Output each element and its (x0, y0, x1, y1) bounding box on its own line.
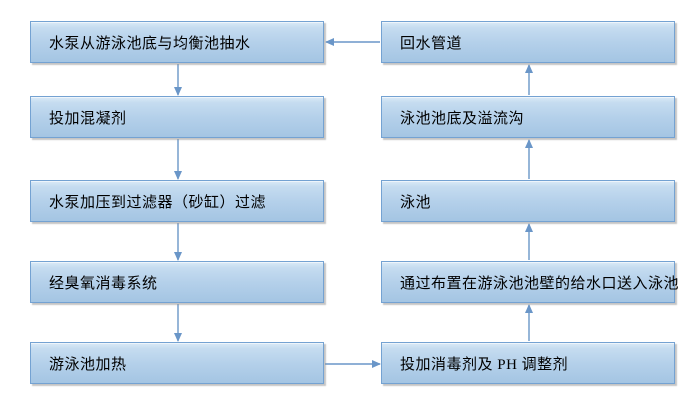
flow-node-pool: 泳池 (381, 180, 675, 222)
flow-node-pump-intake: 水泵从游泳池底与均衡池抽水 (30, 21, 324, 63)
flow-node-ozone-disinfection: 经臭氧消毒系统 (30, 261, 324, 303)
flow-node-disinfectant-ph: 投加消毒剂及 PH 调整剂 (381, 342, 675, 384)
flow-node-label: 水泵加压到过滤器（砂缸）过滤 (49, 194, 267, 211)
flow-node-label: 投加混凝剂 (49, 110, 127, 127)
flow-node-label: 游泳池加热 (49, 356, 127, 373)
flow-node-label: 投加消毒剂及 PH 调整剂 (400, 356, 569, 373)
flow-node-pool-bottom-overflow: 泳池池底及溢流沟 (381, 96, 675, 138)
flow-node-label: 泳池 (400, 194, 432, 211)
flow-node-label: 回水管道 (400, 35, 463, 52)
flow-node-pressure-filter: 水泵加压到过滤器（砂缸）过滤 (30, 180, 324, 222)
flow-node-label: 经臭氧消毒系统 (49, 275, 158, 292)
flow-node-wall-inlets: 通过布置在游泳池池壁的给水口送入泳池 (381, 261, 679, 303)
flow-node-return-pipe: 回水管道 (381, 21, 675, 63)
flow-node-label: 水泵从游泳池底与均衡池抽水 (49, 35, 251, 52)
flow-node-add-coagulant: 投加混凝剂 (30, 96, 324, 138)
flow-node-label: 通过布置在游泳池池壁的给水口送入泳池 (400, 275, 680, 292)
flow-node-pool-heating: 游泳池加热 (30, 342, 324, 384)
flow-node-label: 泳池池底及溢流沟 (400, 110, 525, 127)
